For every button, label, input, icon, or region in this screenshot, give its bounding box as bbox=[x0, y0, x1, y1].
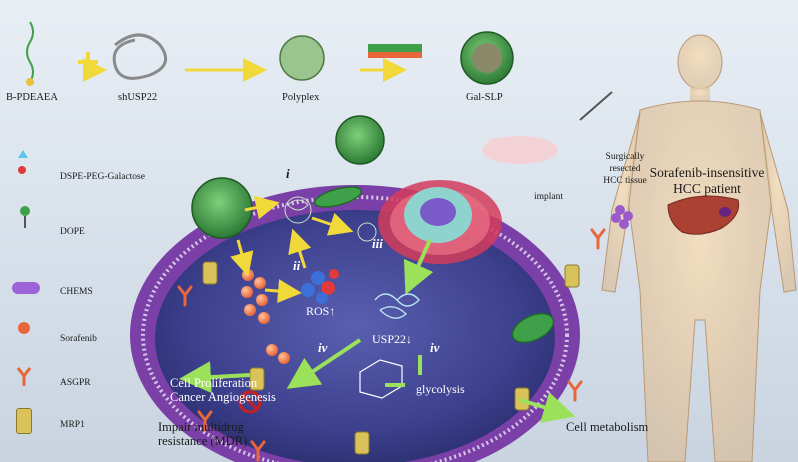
polyplex-inside bbox=[284, 196, 377, 242]
shusp22-label: shUSP22 bbox=[118, 92, 158, 103]
step-iv-right: iv bbox=[430, 340, 440, 355]
legend-label-sorafenib: Sorafenib bbox=[60, 334, 97, 344]
polyplex-label: Polyplex bbox=[282, 92, 320, 103]
tumor-tissue-icon bbox=[611, 205, 633, 229]
polyplex-icon bbox=[279, 35, 325, 81]
asgpr-receptors bbox=[177, 228, 606, 462]
resected-line2: resected bbox=[609, 164, 641, 174]
shusp22-icon bbox=[112, 33, 168, 80]
sorafenib-icon bbox=[18, 322, 30, 334]
step-iv-left: iv bbox=[318, 340, 328, 355]
cell-metabolism-label: Cell metabolism bbox=[566, 420, 649, 434]
patient-title-line1: Sorafenib-insensitive bbox=[649, 165, 765, 180]
patient-title-line2: HCC patient bbox=[673, 181, 741, 196]
mrp1-channel-icon bbox=[16, 408, 32, 434]
b-pdeaea-label: B-PDEAEA bbox=[6, 92, 58, 103]
step-i: i bbox=[286, 166, 290, 181]
block-symbol bbox=[238, 390, 262, 414]
cytoplasm bbox=[155, 210, 555, 462]
mitochondria bbox=[313, 186, 555, 344]
plus-icon bbox=[78, 52, 98, 72]
impair-mdr-line2: resistance (MDR) bbox=[158, 434, 248, 448]
gal-slp-label: Gal-SLP bbox=[466, 92, 503, 103]
chems-icon bbox=[12, 282, 40, 294]
step-ii: ii bbox=[293, 258, 301, 273]
gal-slp-icon bbox=[460, 31, 514, 85]
glycolysis-label: glycolysis bbox=[416, 382, 465, 396]
mouse-icon bbox=[482, 136, 558, 164]
legend-label-dope: DOPE bbox=[60, 227, 85, 237]
lipid-galactose-icon bbox=[18, 150, 28, 178]
asgpr-receptor-icon bbox=[16, 366, 32, 386]
liver-icon bbox=[667, 195, 740, 235]
usp22-label: USP22↓ bbox=[372, 332, 413, 346]
cell-proliferation-label: Cell Proliferation bbox=[170, 376, 258, 390]
cancer-angiogenesis-label: Cancer Angiogenesis bbox=[170, 390, 276, 404]
lipid-layer-icon bbox=[368, 44, 422, 58]
patient-body bbox=[601, 34, 797, 462]
dope-lipid-icon bbox=[20, 206, 30, 230]
legend-label-mrp1: MRP1 bbox=[60, 420, 85, 430]
ros-label: ROS↑ bbox=[306, 304, 336, 318]
legend-label-dspe: DSPE-PEG-Galactose bbox=[60, 172, 145, 182]
step-iii: iii bbox=[372, 236, 383, 251]
impair-mdr-line1: Impair multidrug bbox=[158, 420, 244, 434]
ros-cluster bbox=[301, 269, 339, 304]
resected-line1: Surgically bbox=[605, 152, 645, 162]
legend-label-chems: CHEMS bbox=[60, 287, 93, 297]
nanoparticle-entering bbox=[191, 115, 385, 239]
nucleus bbox=[378, 180, 502, 264]
implant-label: implant bbox=[534, 192, 564, 202]
sorafenib-spheres bbox=[241, 269, 290, 364]
syringe-icon bbox=[579, 91, 613, 121]
resected-line3: HCC tissue bbox=[603, 176, 647, 186]
legend-label-asgpr: ASGPR bbox=[60, 378, 91, 388]
b-pdeaea-icon bbox=[26, 21, 34, 86]
